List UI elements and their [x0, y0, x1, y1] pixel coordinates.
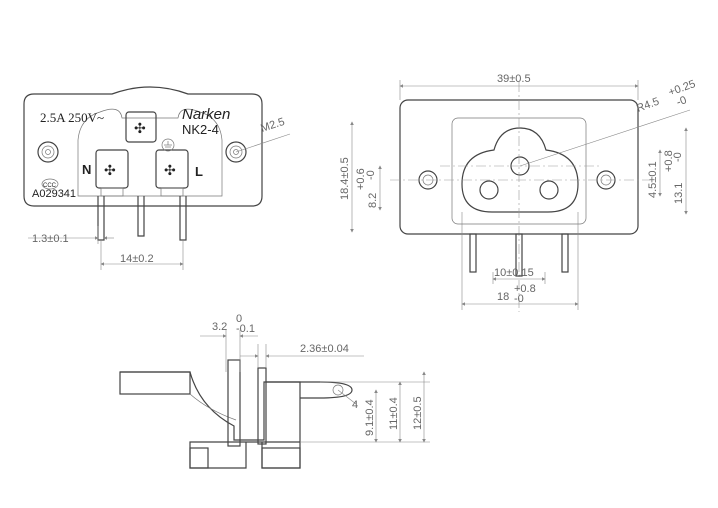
inner-c-dim: 13.1	[673, 183, 685, 204]
h3-dim: 12±0.5	[412, 396, 424, 430]
inner-a-dim: 8.2	[367, 193, 379, 208]
socket-recess	[77, 108, 223, 197]
side-flange	[119, 371, 191, 395]
side-curve	[189, 393, 237, 421]
thread-label: M2.5	[259, 116, 286, 135]
opening-tol-lower: -0	[514, 293, 524, 305]
svg-text:✣: ✣	[104, 162, 116, 178]
panel-pins	[469, 233, 569, 277]
inner-b-dim: 4.5±0.1	[647, 161, 659, 198]
opening-dim: 18	[497, 291, 509, 303]
side-terminal-hole	[332, 384, 344, 396]
live-socket-hole	[539, 180, 559, 200]
flange-tol-lower: -0.1	[236, 323, 255, 335]
hole-dim: 4	[352, 399, 358, 411]
neutral-label: N	[82, 162, 91, 177]
height-dim: 18.4±0.5	[339, 157, 351, 200]
ccc-mark: CCC	[41, 178, 59, 190]
model-label: NK2-4	[182, 122, 219, 137]
neutral-socket-hole	[479, 180, 499, 200]
svg-text:✣: ✣	[164, 162, 176, 178]
flange-tol-upper: 0	[236, 313, 242, 325]
socket-body-outline	[23, 86, 263, 207]
inner-c-tol-lower: -0	[672, 152, 684, 162]
cert-code: A029341	[32, 188, 76, 200]
side-housing	[120, 371, 301, 469]
pin-span-dim: 10±0.15	[494, 267, 534, 279]
opening-tol-upper: +0.8	[514, 283, 536, 295]
side-body-wall	[227, 359, 241, 447]
earth-socket-hole	[510, 156, 530, 176]
pin-thickness-dim: 1.3±0.1	[32, 233, 69, 245]
h1-dim: 9.1±0.4	[364, 399, 376, 436]
thread-leader	[235, 133, 291, 153]
plate-dim: 2.36±0.04	[300, 343, 349, 355]
neutral-contact: ✣	[95, 149, 129, 197]
earth-contact: ✣	[125, 111, 157, 143]
pins	[97, 196, 187, 241]
left-screw	[37, 141, 59, 163]
h2-dim: 11±0.4	[388, 397, 400, 430]
front-view: ✣ ✣ ✣ 2.5A 250V~ Narken NK2-4	[23, 86, 291, 270]
width-dim: 39±0.5	[497, 73, 531, 85]
earth-symbol	[161, 138, 175, 152]
side-plate	[257, 367, 267, 445]
pin-pitch-dim: 14±0.2	[120, 253, 154, 265]
side-view: 3.2 0 -0.1 2.36±0.04 4 9.1±0.4 11±0.4 12…	[119, 313, 430, 469]
brand-label: Narken	[182, 106, 230, 123]
radius-tol-lower: -0	[675, 94, 688, 109]
clover-opening	[461, 127, 579, 213]
inner-a-tol-upper: +0.6	[355, 168, 367, 190]
side-foot-left	[189, 447, 209, 469]
panel-view: 39±0.5 R4.5 +0.25 -0 18.4±0.5 8.2 +0.6 -…	[339, 73, 697, 312]
flange-dim: 3.2	[212, 321, 227, 333]
live-label: L	[195, 164, 203, 179]
side-terminal	[266, 381, 353, 399]
right-screw	[225, 141, 247, 163]
live-contact: ✣	[155, 149, 189, 197]
radius-dim: R4.5	[635, 96, 661, 115]
inner-a-tol-lower: -0	[365, 170, 377, 180]
side-foot-right	[261, 447, 301, 469]
svg-text:✣: ✣	[134, 120, 146, 136]
rating-label: 2.5A 250V~	[40, 110, 104, 125]
inner-c-tol-upper: +0.8	[663, 150, 675, 172]
svg-text:CCC: CCC	[43, 183, 57, 189]
